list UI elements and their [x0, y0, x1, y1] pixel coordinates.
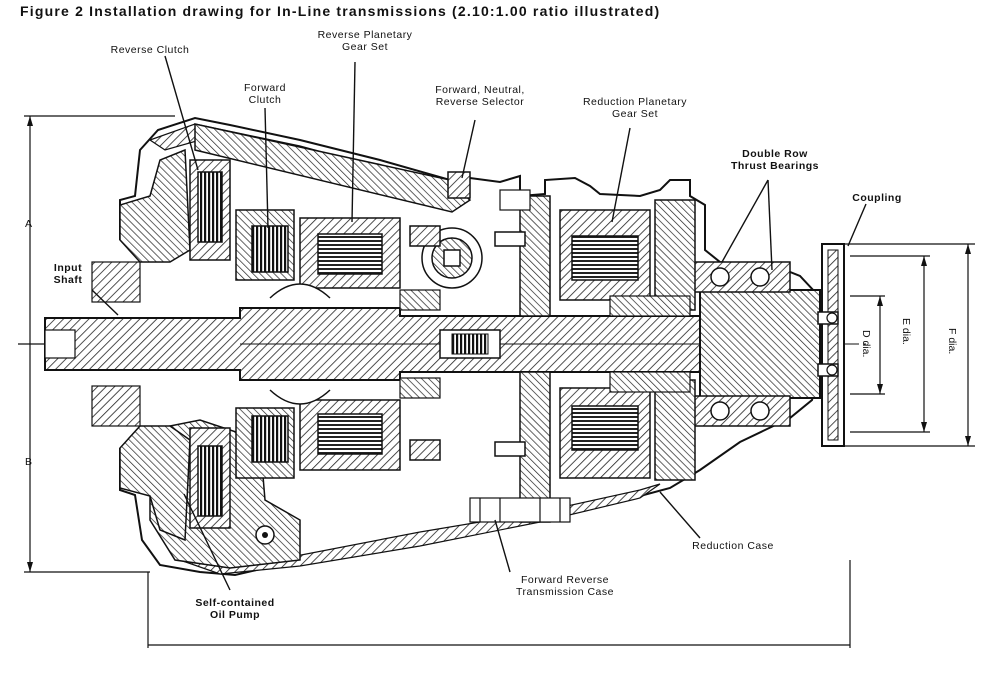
dimension-arrows [27, 116, 971, 572]
label-reduction-planetary: Reduction Planetary Gear Set [565, 96, 705, 120]
label-oil-pump: Self-contained Oil Pump [175, 597, 295, 621]
label-reverse-planetary-line1: Reverse Planetary [317, 29, 413, 41]
case-bolts [469, 189, 571, 523]
reduction-planetary-gear-set [494, 195, 696, 523]
inner-bearings [91, 261, 691, 427]
dim-e-dia: E dia. [900, 318, 912, 345]
forward-clutch-pack [235, 209, 295, 479]
label-selector-line2: Reverse Selector [435, 96, 525, 108]
label-reverse-planetary-line2: Gear Set [341, 41, 389, 53]
dim-d-dia: D dia. [860, 330, 872, 358]
label-forward-clutch-line2: Clutch [248, 94, 282, 106]
front-housing-bottom [119, 425, 191, 542]
label-selector: Forward, Neutral, Reverse Selector [415, 84, 545, 108]
label-reduction-planetary-line2: Gear Set [611, 108, 659, 120]
dim-f-dia: F dia. [946, 328, 958, 355]
label-input-line2: Shaft [53, 274, 83, 286]
label-selector-line1: Forward, Neutral, [435, 84, 525, 96]
label-oil-pump-line1: Self-contained [195, 597, 275, 609]
label-fr-transmission-case: Forward Reverse Transmission Case [490, 574, 640, 598]
label-fr-case-line1: Forward Reverse [520, 574, 610, 586]
label-forward-clutch: Forward Clutch [225, 82, 305, 106]
label-thrust-line2: Thrust Bearings [730, 160, 819, 172]
label-forward-clutch-line1: Forward [243, 82, 286, 94]
label-reverse-clutch: Reverse Clutch [110, 44, 190, 56]
label-reduction-case: Reduction Case [692, 540, 774, 552]
reverse-clutch-pack [189, 159, 231, 529]
dim-a: A [25, 218, 33, 230]
figure-title: Figure 2 Installation drawing for In-Lin… [20, 3, 661, 19]
thrust-bearings [689, 261, 791, 427]
label-input-line1: Input [53, 262, 83, 274]
label-oil-pump-line2: Oil Pump [209, 609, 261, 621]
label-fr-case-line2: Transmission Case [516, 586, 614, 598]
front-housing-top [119, 148, 191, 263]
fnr-selector [194, 123, 483, 461]
label-coupling: Coupling [852, 192, 902, 204]
dim-b: B [25, 456, 33, 468]
output-shaft [699, 289, 821, 399]
label-thrust-bearings: Double Row Thrust Bearings [710, 148, 840, 172]
leader-lines [91, 55, 867, 591]
reverse-planetary-gear-set [269, 217, 401, 471]
label-thrust-line1: Double Row [742, 148, 808, 160]
label-reduction-planetary-line1: Reduction Planetary [582, 96, 688, 108]
label-input-shaft: Input Shaft [40, 262, 96, 286]
label-reverse-planetary: Reverse Planetary Gear Set [300, 29, 430, 53]
